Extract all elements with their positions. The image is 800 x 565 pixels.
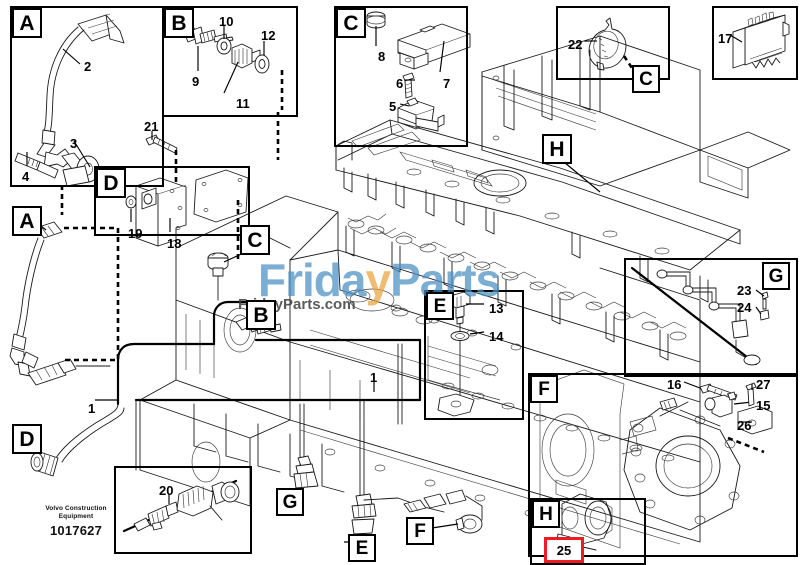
callout-letter-b-8[interactable]: B xyxy=(246,300,276,330)
group-c-top xyxy=(334,6,468,147)
group-20 xyxy=(114,466,252,554)
callout-letter-text: E xyxy=(355,537,369,559)
part-number-24[interactable]: 24 xyxy=(737,300,752,315)
part-group-a-mid xyxy=(9,221,120,386)
part-number-18[interactable]: 18 xyxy=(167,236,182,251)
part-17-group xyxy=(729,11,790,69)
callout-letter-text: C xyxy=(343,11,359,35)
part-group-g-right xyxy=(630,266,770,366)
highlight-part-25[interactable]: 25 xyxy=(544,537,584,563)
callout-letter-b-1[interactable]: B xyxy=(164,8,194,38)
callout-letter-c-3[interactable]: C xyxy=(632,65,660,93)
group-17 xyxy=(712,6,798,80)
callout-letter-text: C xyxy=(247,228,263,252)
callout-letter-e-14[interactable]: E xyxy=(348,534,376,562)
callout-letter-text: D xyxy=(19,427,35,451)
group-h-bottom xyxy=(530,498,646,565)
part-number-26[interactable]: 26 xyxy=(737,418,752,433)
callout-letter-text: A xyxy=(19,209,35,233)
callout-letter-text: H xyxy=(539,503,553,525)
part-number-8[interactable]: 8 xyxy=(378,49,386,64)
part-number-22[interactable]: 22 xyxy=(568,37,583,52)
callout-letter-a-5[interactable]: A xyxy=(12,206,42,236)
callout-letter-h-16[interactable]: H xyxy=(532,500,560,528)
group-d-mid xyxy=(94,166,250,236)
callout-letter-text: F xyxy=(414,520,426,542)
part-number-19[interactable]: 19 xyxy=(128,226,143,241)
part-group-c-top xyxy=(366,11,471,132)
part-number-12[interactable]: 12 xyxy=(261,28,276,43)
callout-letter-g-13[interactable]: G xyxy=(276,488,304,516)
callout-letter-text: A xyxy=(19,11,35,35)
callout-letter-text: H xyxy=(549,137,565,161)
part-number-1[interactable]: 1 xyxy=(370,370,378,385)
callout-letter-text: F xyxy=(538,378,550,400)
highlight-part-number: 25 xyxy=(556,542,572,558)
part-group-b-top xyxy=(183,26,270,94)
callout-letter-text: G xyxy=(768,265,784,287)
callout-letter-e-9[interactable]: E xyxy=(426,292,454,320)
part-22-group xyxy=(584,17,627,71)
engine-valve-cover xyxy=(335,119,741,303)
brand-line-1: Volvo Construction xyxy=(45,505,107,512)
part-group-f xyxy=(539,369,773,549)
callout-letter-text: D xyxy=(103,171,119,195)
callout-letter-text: B xyxy=(253,303,269,327)
dashed-links xyxy=(60,55,634,262)
group-f xyxy=(528,373,798,557)
callout-letter-g-10[interactable]: G xyxy=(762,262,790,290)
part-number-10[interactable]: 10 xyxy=(219,14,234,29)
callout-letter-f-11[interactable]: F xyxy=(530,375,558,403)
callout-letter-text: G xyxy=(282,491,298,513)
part-number-6[interactable]: 6 xyxy=(396,76,404,91)
part-number-1[interactable]: 1 xyxy=(88,401,96,416)
callout-letter-c-2[interactable]: C xyxy=(336,8,366,38)
part-number-17[interactable]: 17 xyxy=(718,31,733,46)
callout-letter-d-12[interactable]: D xyxy=(12,424,42,454)
callout-letter-a-0[interactable]: A xyxy=(12,8,42,38)
part-number-15[interactable]: 15 xyxy=(756,398,771,413)
callout-letter-text: C xyxy=(639,68,653,90)
part-number-23[interactable]: 23 xyxy=(737,283,752,298)
part-number-2[interactable]: 2 xyxy=(84,59,92,74)
part-number-3[interactable]: 3 xyxy=(70,136,78,151)
part-group-d-mid xyxy=(125,169,291,249)
part-number-14[interactable]: 14 xyxy=(489,329,504,344)
bottom-sensors xyxy=(289,455,483,557)
callout-letter-h-7[interactable]: H xyxy=(542,134,572,164)
callout-letter-text: E xyxy=(433,295,447,317)
part-group-a-top xyxy=(14,13,125,187)
callout-letter-text: B xyxy=(171,11,187,35)
part-number-13[interactable]: 13 xyxy=(489,301,504,316)
group-e xyxy=(424,290,524,420)
part-number-7[interactable]: 7 xyxy=(443,76,451,91)
part-group-e xyxy=(427,291,501,417)
part-21-group xyxy=(145,131,178,188)
intake-manifold xyxy=(481,35,791,199)
group-b-top xyxy=(162,6,298,117)
group-22 xyxy=(556,6,670,80)
callout-letter-c-6[interactable]: C xyxy=(240,225,270,255)
engine-cylinder-head xyxy=(175,195,701,463)
document-number: 1017627 xyxy=(49,523,102,539)
brand-line-2: Equipment xyxy=(58,513,94,521)
part-number-4[interactable]: 4 xyxy=(22,169,30,184)
part-number-16[interactable]: 16 xyxy=(667,377,682,392)
part-group-20 xyxy=(122,479,240,533)
part-number-11[interactable]: 11 xyxy=(236,96,250,111)
part-number-9[interactable]: 9 xyxy=(192,74,200,89)
part-c-block-sensor xyxy=(207,249,251,301)
callout-letter-f-15[interactable]: F xyxy=(406,517,434,545)
part-number-5[interactable]: 5 xyxy=(389,99,397,114)
part-number-27[interactable]: 27 xyxy=(756,377,771,392)
part-number-21[interactable]: 21 xyxy=(144,119,159,134)
callout-letter-d-4[interactable]: D xyxy=(96,168,126,198)
group-g-right xyxy=(624,258,798,377)
document-footer-logo: Volvo Construction Equipment 1017627 xyxy=(26,505,126,538)
part-number-20[interactable]: 20 xyxy=(159,483,174,498)
